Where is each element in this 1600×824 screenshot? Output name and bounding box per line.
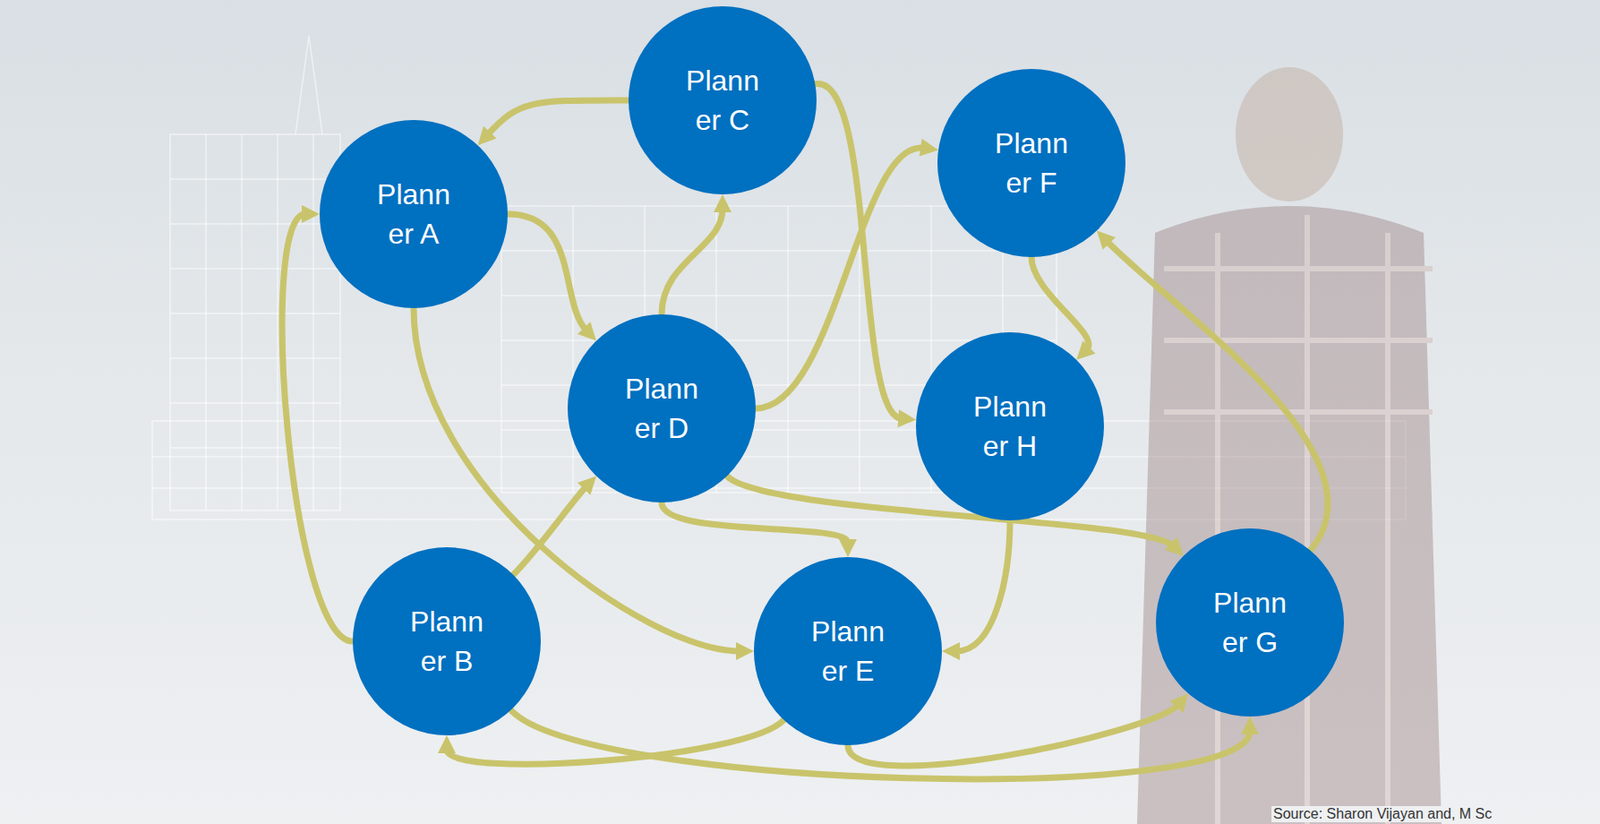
connector-line [446,719,784,764]
arrow-head [941,641,960,660]
node-label: Plann er H [959,386,1061,466]
connector-line [487,100,629,136]
connector-line [282,213,353,642]
arrow-connector [437,719,784,764]
planner-circle: Plann er A [319,119,508,309]
arrow-head [301,205,320,223]
node-label: Plann er E [797,611,899,691]
connector-line [755,147,925,409]
connector-line [513,486,587,575]
arrow-head [1164,537,1184,557]
arrow-connector [661,194,732,315]
planner-circle: Plann er E [753,556,942,745]
arrow-head [1076,341,1096,360]
arrow-head [437,735,456,753]
connector-line [814,83,902,419]
planner-circle: Plann er G [1155,528,1344,717]
arrow-connector [941,520,1010,660]
arrow-connector [1096,231,1328,551]
arrow-head [478,126,497,146]
planner-circle: Plann er D [567,314,756,503]
arrow-connector [513,476,597,575]
connector-line [1106,240,1328,551]
arrow-head [577,476,597,496]
planner-circle: Plann er H [915,332,1104,521]
arrow-connector [814,83,916,428]
arrow-head [735,641,754,660]
connector-line [661,502,848,543]
node-label: Plann er B [396,601,497,681]
source-caption: Source: Sharon Vijayan and, M Sc [1271,805,1494,822]
arrow-head [838,539,857,557]
node-label: Plann er F [981,123,1082,203]
planner-circle: Plann er F [937,68,1126,257]
planner-circle: Plann er C [628,6,817,195]
planner-circle: Plann er B [352,547,541,736]
arrow-connector [661,502,857,557]
arrow-head [577,321,597,341]
node-label: Plann er G [1199,582,1301,662]
node-label: Plann er D [611,368,712,448]
arrow-connector [507,213,597,341]
node-label: Plann er A [363,174,464,254]
arrow-head [1240,716,1259,735]
arrow-head [1169,693,1189,713]
node-label: Plann er C [672,60,773,140]
arrow-head [1096,231,1116,250]
arrow-connector [755,138,939,409]
connector-line [661,208,723,315]
arrow-head [898,409,917,428]
arrow-head [713,194,732,213]
connector-line [507,213,587,331]
connector-line [956,520,1010,651]
connector-line [1031,256,1089,350]
arrow-head [919,138,939,157]
arrow-connector [478,100,629,146]
